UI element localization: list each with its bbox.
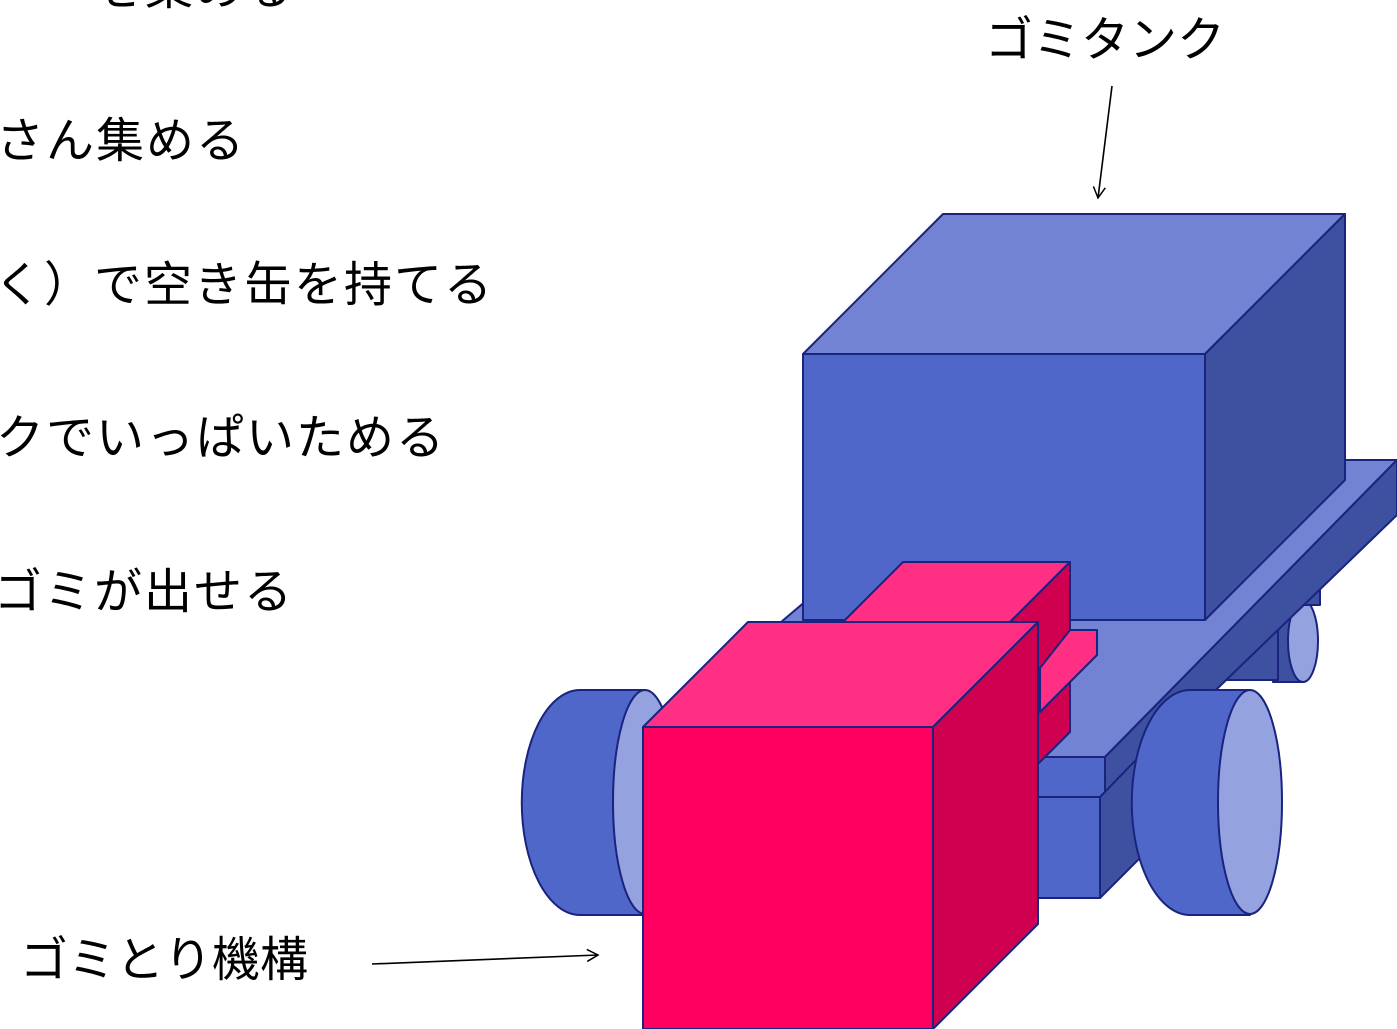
bullet-item-3: く）で空き缶を持てる [0, 257, 495, 313]
tank-callout-arrow [1092, 85, 1113, 200]
bullet-item-5: ゴミが出せる [0, 564, 295, 620]
trash-collecting-robot-icon [520, 213, 1397, 1029]
pickup-arm [1039, 629, 1098, 713]
bullet-item-2: さん集める [0, 113, 247, 169]
trash-tank-label: ゴミタンク [985, 12, 1226, 68]
right-wheel [1130, 689, 1283, 916]
trash-tank-box [802, 213, 1346, 621]
pickup-front-box [642, 621, 1039, 1029]
pickup-callout-arrow [371, 948, 600, 965]
bullet-item-1: を集める [95, 0, 295, 12]
trash-pickup-mechanism-label: ゴミとり機構 [20, 932, 309, 988]
bullet-item-4: クでいっぱいためる [0, 410, 447, 466]
